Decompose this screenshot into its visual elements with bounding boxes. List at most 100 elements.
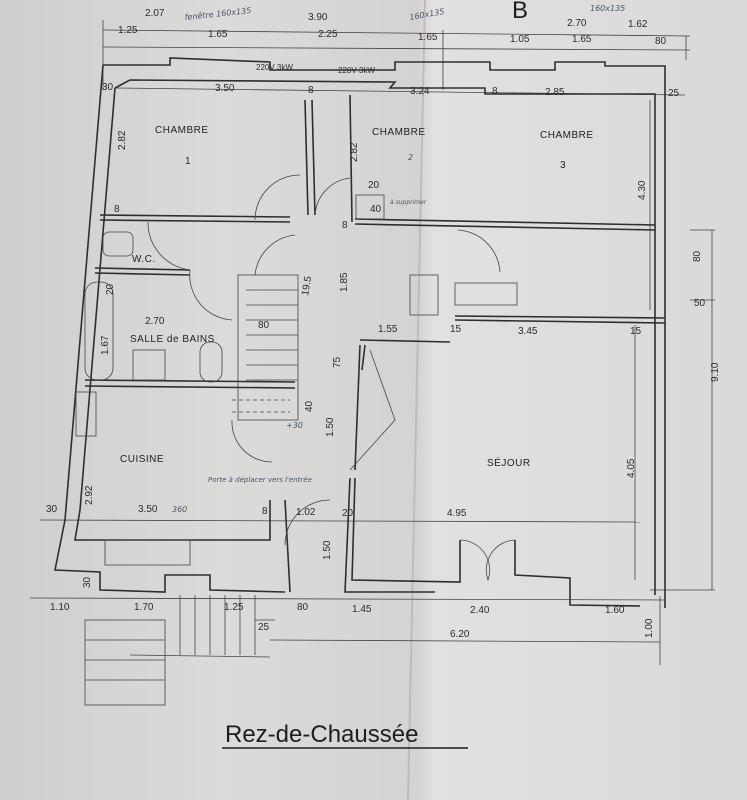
dimension-label: 15 (630, 326, 642, 337)
dimension-label: 1.65 (208, 29, 228, 40)
dimension-label: 20 (368, 180, 380, 191)
door-move-note: Porte à déplacer vers l'entrée (208, 476, 312, 484)
fixtures (75, 194, 518, 566)
dimension-label: +30 (286, 421, 303, 430)
dimension-label: 1.65 (418, 32, 438, 43)
dimension-label: 2.25 (318, 29, 338, 40)
radiator-icon (454, 282, 518, 306)
dimension-label: 2.70 (567, 18, 587, 29)
bidet-icon (199, 341, 223, 383)
room-cuisine: CUISINE (120, 454, 164, 465)
dimension-label: 1.85 (339, 272, 350, 292)
room-number-3: 3 (560, 160, 566, 171)
chimney-icon (409, 274, 439, 316)
dimension-label: 3.45 (518, 326, 538, 337)
dimension-label: 2.92 (84, 485, 95, 505)
dimension-label: 2.82 (117, 130, 128, 150)
dimension-label: 1.55 (378, 324, 398, 335)
room-wc: W.C. (132, 254, 156, 265)
dimension-label: 3.50 (215, 83, 235, 94)
dimension-label: 4.05 (626, 458, 637, 478)
entrance-steps (84, 595, 271, 706)
room-chambre-1: CHAMBRE (155, 125, 209, 136)
washbasin-icon (132, 349, 166, 381)
room-salle-de-bains: SALLE de BAINS (130, 334, 215, 345)
dimension-label: 3.24 (410, 86, 430, 97)
kitchen-sink-icon (104, 539, 191, 566)
dimension-label: 3.90 (308, 12, 328, 23)
dimension-label: 20 (342, 508, 354, 519)
toilet-icon (102, 231, 134, 257)
dimension-label: 8 (308, 85, 314, 96)
heater-note-1: 220V 3kW (256, 63, 293, 72)
dimension-label: 1.50 (325, 417, 336, 437)
dimension-label: 9.10 (710, 362, 721, 382)
dimension-label: 1.10 (50, 602, 70, 613)
dimension-label: 4.30 (637, 180, 648, 200)
dimension-label: 1.00 (644, 618, 655, 638)
closet-icon (355, 194, 385, 220)
dimension-label: 20 (105, 283, 116, 295)
dimension-label: 40 (370, 204, 382, 215)
dimension-label: 8 (262, 506, 268, 517)
room-number-2: 2 (408, 153, 413, 162)
dimension-label: 1.67 (100, 335, 111, 355)
dimension-label: 1.25 (224, 602, 244, 613)
dimension-label: 75 (332, 356, 343, 368)
dimension-lines (29, 20, 715, 665)
inner-dimensions: 30 3.50 8 3.24 8 2.85 25 2.82 2.82 8 8 2… (46, 82, 721, 588)
dimension-label: 8 (114, 204, 120, 215)
dimension-label: 1.45 (352, 604, 372, 615)
dimension-label: 2.70 (145, 316, 165, 327)
window-note-3: 160x135 (590, 4, 625, 13)
dimension-label: 25 (668, 88, 680, 99)
dimension-label: 1.62 (628, 19, 648, 30)
dimension-label: 4.95 (447, 508, 467, 519)
dimension-label: 6.20 (450, 629, 470, 640)
dimension-label: 8 (492, 86, 498, 97)
dimension-label: 2.82 (349, 142, 360, 162)
dimension-label: 15 (450, 324, 462, 335)
annotations: fenêtre 160x135 160x135 160x135 220V 3kW… (184, 4, 625, 484)
dimension-label: 80 (258, 320, 270, 331)
dimension-label: 1.05 (510, 34, 530, 45)
room-chambre-2: CHAMBRE (372, 127, 426, 138)
walls (54, 57, 666, 608)
dimension-label: 30 (82, 576, 93, 588)
dimension-label: 30 (46, 504, 58, 515)
dimension-label: 1.25 (118, 25, 138, 36)
window-note-1: fenêtre 160x135 (184, 5, 252, 22)
dimension-label: 25 (258, 622, 270, 633)
dimension-label: 80 (655, 36, 667, 47)
dimension-label: 360 (172, 505, 187, 514)
dimension-label: 2.40 (470, 605, 490, 616)
dimension-label: 40 (304, 400, 315, 412)
room-number-1: 1 (185, 156, 191, 167)
dimension-label: 1.50 (322, 540, 333, 560)
dimension-label: 50 (694, 298, 706, 309)
stove-icon (75, 391, 97, 437)
dimension-label: 1.70 (134, 602, 154, 613)
dimension-label: 1.65 (572, 34, 592, 45)
bathtub-icon (84, 281, 114, 381)
dimension-label: 80 (297, 602, 309, 613)
dimension-label: 2.85 (545, 87, 565, 98)
bottom-dimensions: 1.10 1.70 1.25 25 80 1.45 2.40 1.60 6.20… (50, 602, 655, 640)
dimension-label: 1.60 (605, 605, 625, 616)
top-letter: B (512, 0, 528, 24)
room-chambre-3: CHAMBRE (540, 130, 594, 141)
dimension-label: 30 (102, 82, 114, 93)
heater-note-2: 220V 3kW (338, 66, 375, 75)
chambre2-note: à supprimer (390, 199, 427, 206)
dimension-label: 1.02 (296, 507, 316, 518)
window-note-2: 160x135 (409, 7, 445, 22)
stair-step-note: 19.5 (300, 275, 314, 297)
plan-title: Rez-de-Chaussée (225, 721, 418, 748)
dimension-label: 3.50 (138, 504, 158, 515)
dimension-label: 2.07 (145, 8, 165, 19)
room-sejour: SÉJOUR (487, 456, 531, 469)
dimension-label: 8 (342, 220, 348, 231)
top-dimensions: 2.07 3.90 2.70 1.62 1.25 1.65 2.25 1.65 … (118, 8, 667, 47)
